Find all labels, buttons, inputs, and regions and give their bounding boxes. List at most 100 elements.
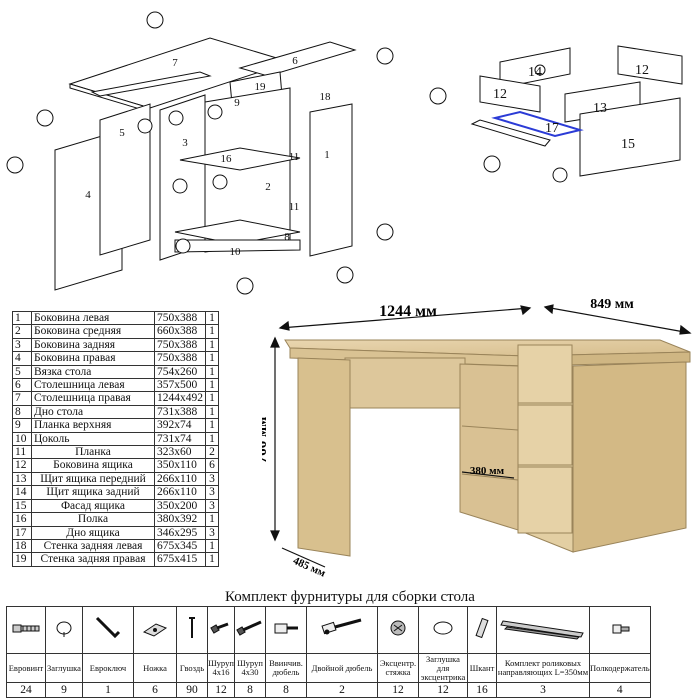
part-number: 17	[12, 525, 32, 540]
part-qty: 1	[205, 512, 219, 527]
hardware-label: Полкодержатель	[589, 653, 651, 683]
hardware-label: Ножка	[133, 653, 177, 683]
label-4: 4	[85, 189, 91, 201]
drawer-slide-icon	[497, 615, 589, 646]
hardware-icon-cell	[418, 606, 468, 654]
part-size: 750x388	[154, 337, 206, 353]
part-size: 380x392	[154, 512, 206, 527]
part-size: 660x388	[154, 324, 206, 339]
hardware-label: Комплект роликовых направляющих L=350мм	[496, 653, 590, 683]
hardware-icon-cell	[6, 606, 46, 654]
part-size: 350x200	[154, 498, 206, 514]
part-qty: 1	[205, 324, 219, 339]
desk-drawing: 1244 мм 849 мм 766 мм 485 мм 380 мм	[262, 297, 692, 580]
hardware-count: 8	[234, 682, 266, 698]
label-16: 16	[221, 153, 233, 165]
nail-icon	[177, 614, 207, 647]
panel-5	[99, 103, 151, 256]
hardware-count: 9	[45, 682, 83, 698]
label-15: 15	[621, 137, 635, 152]
label-3: 3	[182, 137, 188, 149]
part-qty: 6	[205, 458, 219, 473]
part-name: Столешница левая	[31, 378, 155, 393]
hardware-icon-cell	[496, 606, 590, 654]
part-number: 13	[12, 471, 32, 487]
hardware-icon-cell	[589, 606, 651, 654]
label-12b: 12	[635, 63, 649, 78]
part-qty: 1	[205, 310, 219, 326]
drawer-1	[517, 344, 573, 404]
hardware-icon-cell	[45, 606, 83, 654]
part-size: 731x388	[154, 404, 206, 420]
label-18: 18	[320, 91, 332, 103]
hardware-count: 3	[496, 682, 590, 698]
part-name: Стенка задняя левая	[31, 538, 155, 554]
part-qty: 1	[205, 404, 219, 420]
drawer-2	[517, 404, 573, 466]
part-name: Дно стола	[31, 404, 155, 420]
label-12a: 12	[493, 87, 507, 102]
part-name: Боковина средняя	[31, 324, 155, 339]
label-10: 10	[230, 246, 242, 258]
part-size: 323x60	[154, 445, 206, 460]
exploded-assembly-diagram: 4 5 7 6 9 19 18 3 16 2 11 11 8 10 1 14 1…	[6, 11, 683, 295]
part-size: 357x500	[154, 378, 206, 393]
hardware-label: Ввинчив. дюбель	[265, 653, 307, 683]
hardware-label: Гвоздь	[176, 653, 208, 683]
part-name: Боковина ящика	[31, 458, 155, 473]
part-size: 675x415	[154, 552, 206, 567]
cam-lock-icon	[378, 616, 418, 645]
panel-12-right	[617, 45, 683, 85]
panel-6	[238, 41, 357, 77]
part-qty: 1	[205, 337, 219, 353]
hardware-count: 12	[418, 682, 468, 698]
part-number: 3	[12, 337, 32, 353]
panel-10	[174, 239, 301, 253]
part-qty: 1	[205, 391, 219, 406]
part-name: Боковина правая	[31, 351, 155, 366]
hardware-label: Евровинт	[6, 653, 46, 683]
part-size: 675x345	[154, 538, 206, 554]
dim-width: 1244 мм	[379, 303, 437, 320]
label-2: 2	[265, 181, 271, 193]
part-name: Вязка стола	[31, 364, 155, 380]
part-qty: 3	[205, 525, 219, 540]
eurobolt-icon	[7, 616, 45, 645]
hardware-label: Двойной дюбель	[306, 653, 378, 683]
dim-depth: 849 мм	[590, 297, 634, 312]
part-name: Цоколь	[31, 431, 155, 447]
panel-9	[90, 71, 212, 97]
part-name: Боковина левая	[31, 310, 155, 326]
panel-16	[179, 147, 301, 171]
hardware-count: 1	[82, 682, 134, 698]
wood-dowel-icon	[468, 615, 496, 646]
panel-15	[579, 97, 681, 177]
part-name: Столешница правая	[31, 391, 155, 406]
part-size: 392x74	[154, 418, 206, 433]
double-dowel-icon	[307, 616, 377, 645]
hardware-count: 12	[207, 682, 235, 698]
part-number: 8	[12, 404, 32, 420]
part-number: 10	[12, 431, 32, 447]
hardware-icon-cell	[306, 606, 378, 654]
panel-12-left	[479, 75, 541, 113]
screw-long-icon	[235, 616, 265, 645]
part-qty: 3	[205, 485, 219, 500]
part-number: 15	[12, 498, 32, 514]
hardware-icon-cell	[133, 606, 177, 654]
part-number: 2	[12, 324, 32, 339]
